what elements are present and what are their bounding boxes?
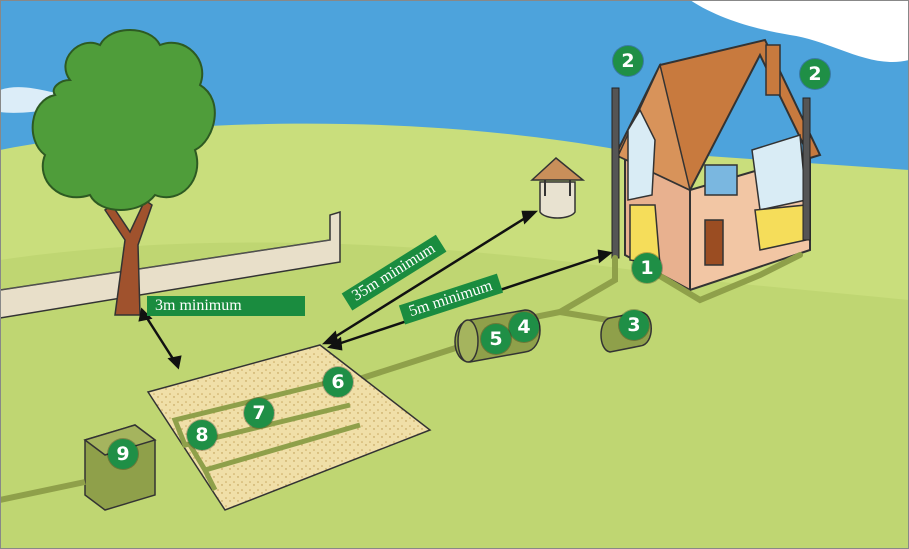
component-badge-5: 5 bbox=[481, 324, 511, 354]
tree-distance-label: 3m minimum bbox=[147, 296, 305, 316]
component-badge-7: 7 bbox=[244, 398, 274, 428]
garden-wall bbox=[0, 210, 341, 319]
component-badge-3: 3 bbox=[619, 310, 649, 340]
well bbox=[530, 157, 586, 219]
component-badge-2: 2 bbox=[800, 59, 830, 89]
cloud bbox=[690, 0, 909, 63]
component-badge-8: 8 bbox=[187, 420, 217, 450]
tree bbox=[31, 29, 216, 316]
component-badge-6: 6 bbox=[323, 367, 353, 397]
component-badge-2: 2 bbox=[613, 46, 643, 76]
component-badge-1: 1 bbox=[632, 253, 662, 283]
component-badge-4: 4 bbox=[509, 312, 539, 342]
component-badge-9: 9 bbox=[108, 439, 138, 469]
